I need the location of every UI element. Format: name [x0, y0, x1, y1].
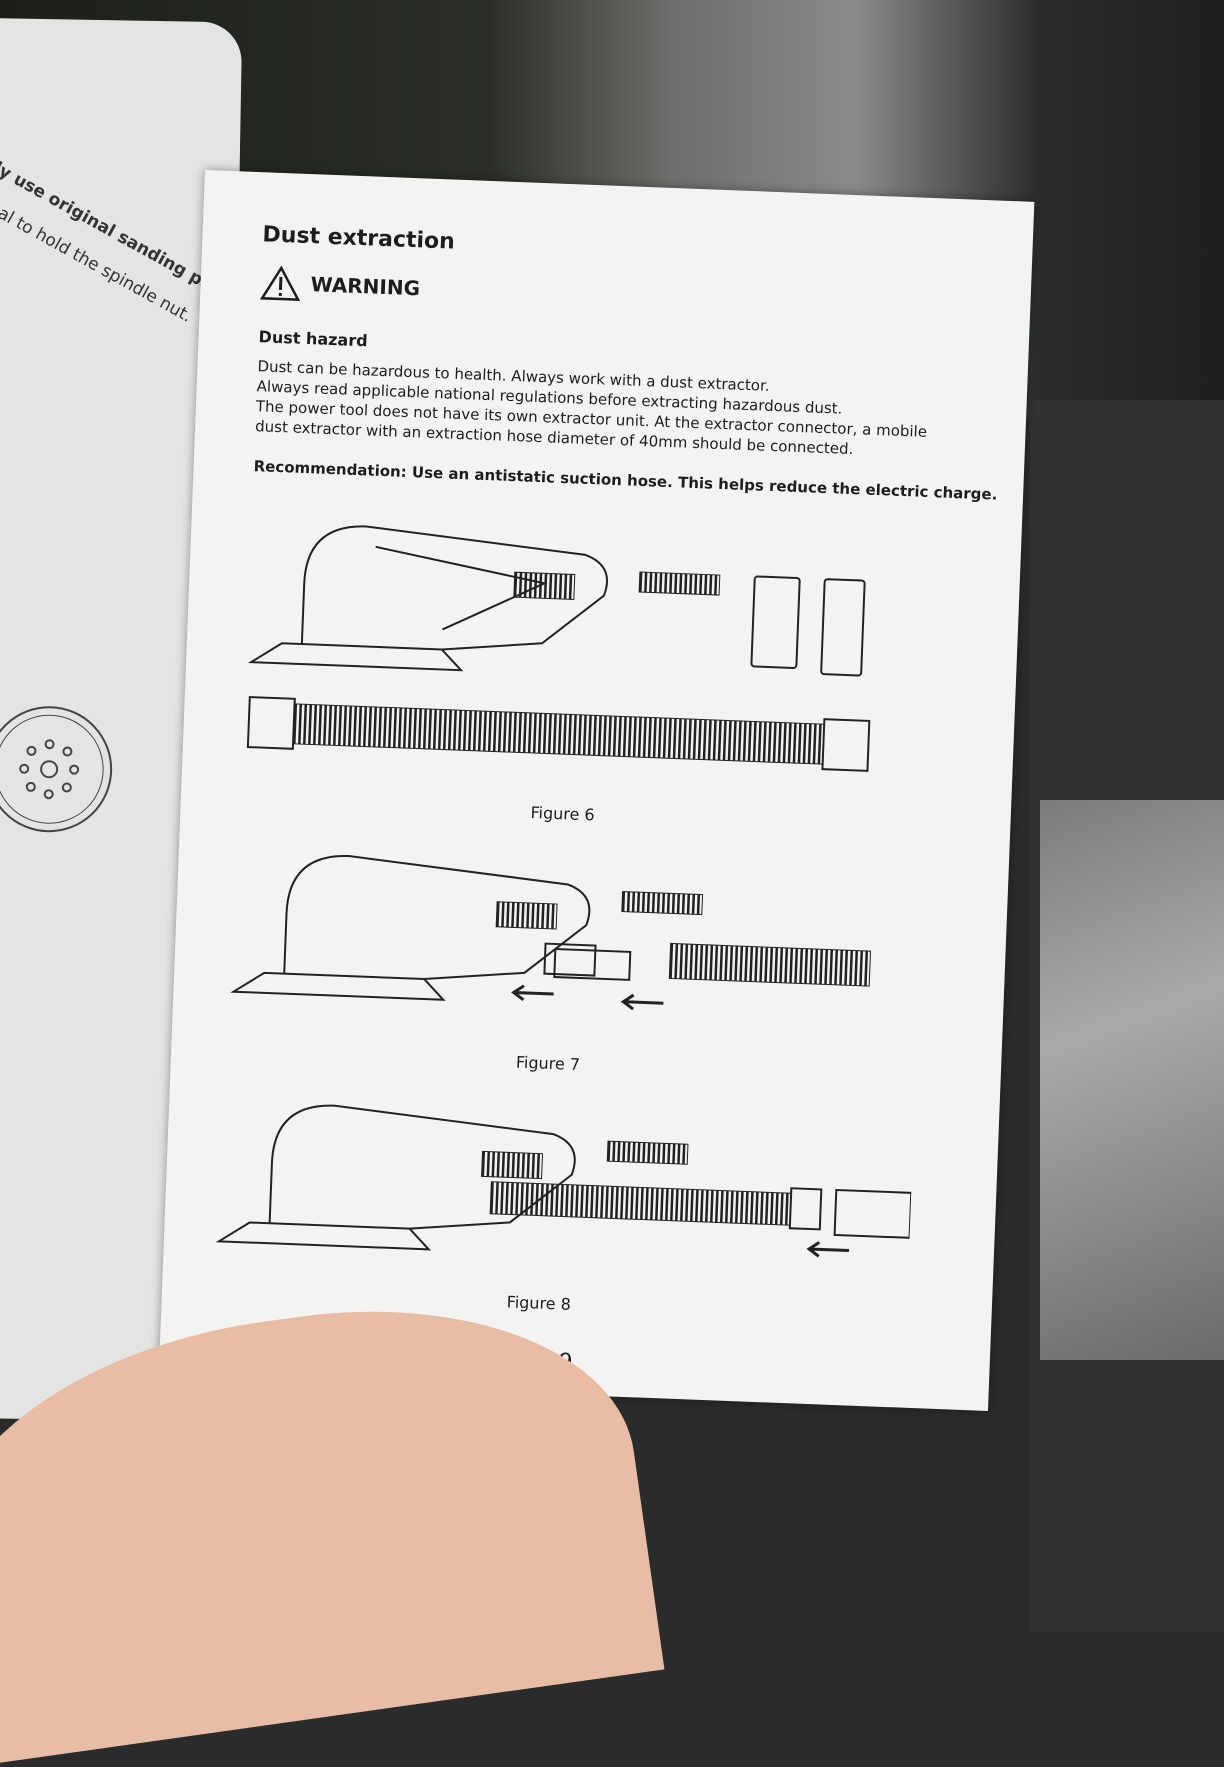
warning-header: WARNING [260, 264, 421, 306]
body-text: Dust can be hazardous to health. Always … [255, 356, 929, 462]
figure-6-illustration [246, 525, 871, 772]
plastic-bag [1040, 800, 1224, 1360]
warning-label: WARNING [310, 272, 421, 301]
figure-caption: Figure 6 [530, 802, 596, 825]
section-heading: Dust extraction [262, 222, 456, 255]
figure-8-illustration [215, 1104, 913, 1258]
sanding-pad-illustration [0, 706, 113, 833]
left-page: ly use original sanding pad al to hold t… [0, 17, 243, 1423]
recommendation-text: Recommendation: Use an antistatic suctio… [253, 457, 998, 504]
figure-caption: Figure 8 [506, 1292, 572, 1314]
subheading: Dust hazard [258, 327, 368, 351]
manual-page: Dust extraction WARNING Dust hazard Dust… [158, 170, 1035, 1411]
warning-triangle-icon [260, 265, 301, 302]
figure-caption: Figure 7 [515, 1052, 581, 1075]
figure-7-illustration [230, 855, 872, 1011]
